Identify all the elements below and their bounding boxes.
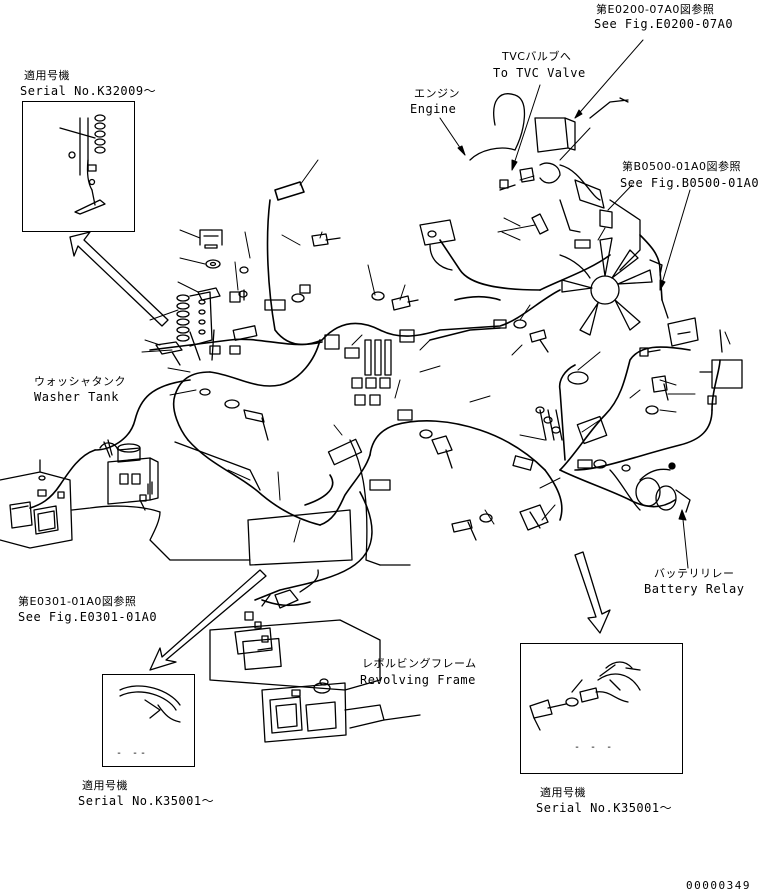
top-right-connector bbox=[589, 97, 629, 119]
inset-bottom-left-serial: Serial No.K35001～ bbox=[78, 794, 215, 808]
engine-area bbox=[469, 93, 653, 336]
callout-frame-en: Revolving Frame bbox=[360, 673, 476, 687]
callout-fig-e0301-jp: 第E0301-01A0図参照 bbox=[18, 595, 137, 608]
inset-top-left-jp: 適用号機 bbox=[24, 69, 70, 82]
machine-body-outline bbox=[149, 439, 411, 566]
callout-leaders bbox=[439, 39, 691, 291]
main-harness bbox=[29, 181, 721, 607]
callout-washer-jp: ウォッシャタンク bbox=[34, 375, 126, 388]
left-lamp bbox=[0, 459, 161, 549]
inset-pointer-arrow-bottom-left bbox=[149, 569, 267, 671]
inset-dash-mark-2: - - - bbox=[574, 742, 615, 753]
washer-tank bbox=[99, 439, 159, 511]
inset-bottom-right-serial: Serial No.K35001～ bbox=[536, 801, 673, 815]
battery-relay bbox=[609, 462, 691, 513]
callout-fig-e0301-en: See Fig.E0301-01A0 bbox=[18, 610, 158, 624]
callout-relay-jp: バッテリリレー bbox=[654, 567, 735, 580]
inset-bottom-left bbox=[102, 674, 195, 767]
inset-bottom-left-drawing bbox=[119, 685, 181, 723]
inset-dash-mark: - -- bbox=[116, 748, 149, 759]
callout-washer-en: Washer Tank bbox=[34, 390, 119, 404]
rear-lamp-area bbox=[209, 569, 421, 743]
right-connector bbox=[639, 299, 743, 415]
leader-lines bbox=[141, 127, 731, 543]
inset-bottom-right bbox=[520, 643, 683, 774]
callout-fig-b0500-en: See Fig.B0500-01A0 bbox=[620, 176, 760, 190]
connector-block bbox=[419, 219, 456, 246]
inset-pointer-arrow-bottom-right bbox=[574, 551, 611, 634]
drawing-number: 00000349 bbox=[686, 879, 751, 892]
inset-top-left bbox=[22, 101, 135, 232]
inset-top-left-serial: Serial No.K32009～ bbox=[20, 84, 157, 98]
callout-frame-jp: レボルビングフレーム bbox=[362, 657, 477, 670]
callout-fig-e0200-en: See Fig.E0200-07A0 bbox=[594, 17, 734, 31]
callout-engine-en: Engine bbox=[410, 102, 457, 116]
inset-bottom-left-jp: 適用号機 bbox=[82, 779, 128, 792]
inset-bottom-right-jp: 適用号機 bbox=[540, 786, 586, 799]
callout-tvc-jp: TVCバルブへ bbox=[502, 50, 572, 63]
inset-top-left-drawing bbox=[59, 114, 106, 215]
callout-fig-b0500-jp: 第B0500-01A0図参照 bbox=[622, 160, 742, 173]
callout-fig-e0200-jp: 第E0200-07A0図参照 bbox=[596, 3, 715, 16]
callout-tvc-en: To TVC Valve bbox=[493, 66, 586, 80]
callout-relay-en: Battery Relay bbox=[644, 582, 745, 596]
inset-bottom-right-drawing bbox=[529, 661, 641, 731]
connectors bbox=[199, 233, 631, 541]
inset-pointer-arrow-top bbox=[69, 231, 169, 327]
callout-engine-jp: エンジン bbox=[414, 87, 460, 100]
